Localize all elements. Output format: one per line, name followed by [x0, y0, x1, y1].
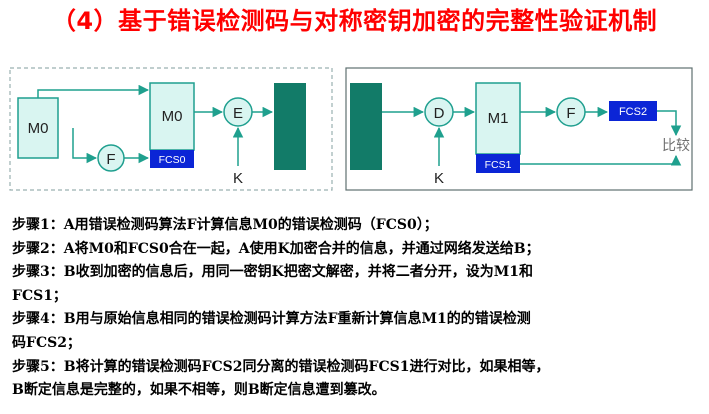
fcs0-label: FCS0: [159, 154, 186, 166]
step-4-cont: 码FCS2；: [12, 334, 81, 351]
fcs2-label: FCS2: [619, 106, 647, 118]
fcs1-box: [476, 154, 520, 173]
step-2: 步骤2：A将M0和FCS0合在一起，A使用K加密合并的信息，并通过网络发送给B；: [12, 240, 540, 257]
e-encrypt-label: E: [233, 105, 243, 122]
step-1: 步骤1：A用错误检测码算法F计算信息M0的错误检测码（FCS0）；: [12, 217, 438, 233]
receiver-frame: [345, 67, 693, 191]
m0-label: M0: [28, 120, 49, 137]
m0-box: [17, 97, 59, 159]
ciphertext-block-sender: [274, 83, 306, 170]
k-sender-label: K: [233, 170, 243, 187]
fcs2-box: [609, 101, 657, 121]
f-sender-label: F: [106, 151, 115, 168]
step-5: 步骤5：B将计算的错误检测码FCS2同分离的错误检测码FCS1进行对比，如果相等…: [12, 358, 550, 375]
fcs1-label: FCS1: [485, 159, 512, 171]
ciphertext-block-receiver: [350, 83, 382, 170]
step-3: 步骤3：B收到加密的信息后，用同一密钥K把密文解密，并将二者分开，设为M1和: [12, 264, 533, 281]
step-5-cont: B断定信息是完整的，如果不相等，则B断定信息遭到篡改。: [12, 382, 386, 399]
k-receiver-label: K: [434, 170, 444, 187]
m1-packet-box: [475, 82, 521, 155]
f-receiver-label: F: [566, 105, 575, 122]
arrow-m0-to-packet: [37, 84, 150, 98]
step-3-cont: FCS1；: [12, 287, 67, 304]
page-title: （4）基于错误检测码与对称密钥加密的完整性验证机制: [51, 7, 658, 35]
compare-label: 比较: [662, 138, 690, 154]
sender-frame: [9, 67, 333, 191]
d-decrypt-label: D: [434, 105, 445, 122]
arrow-m0-to-f: [72, 128, 98, 164]
m0-packet-box: [149, 82, 195, 151]
arrow-fcs2-to-compare: [657, 110, 682, 137]
fcs0-box: [150, 150, 194, 168]
steps-list: 步骤1：A用错误检测码算法F计算信息M0的错误检测码（FCS0）； 步骤2：A将…: [12, 214, 702, 403]
m0-packet-label: M0: [162, 108, 183, 125]
m1-packet-label: M1: [488, 110, 509, 127]
arrow-fcs1-to-compare: [520, 154, 682, 166]
step-4: 步骤4：B用与原始信息相同的错误检测码计算方法F重新计算信息M1的的错误检测: [12, 311, 531, 328]
flow-arrows: [37, 84, 682, 166]
